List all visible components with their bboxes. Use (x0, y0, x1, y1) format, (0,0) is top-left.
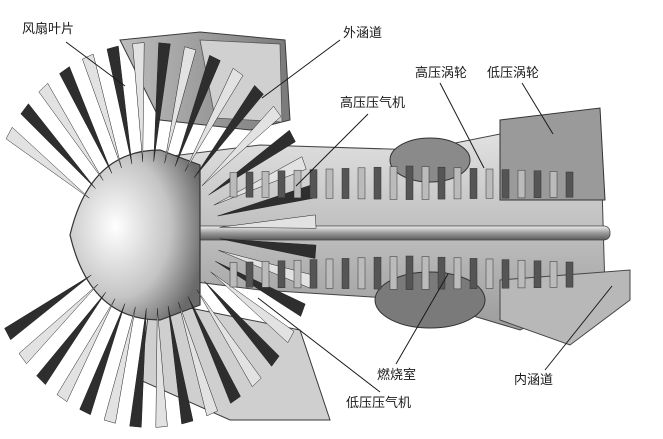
blade-stage (341, 258, 350, 289)
leader-lp-turbine (521, 82, 554, 135)
fan-blade (204, 281, 280, 367)
blade-stage (485, 168, 494, 199)
blade-stage (261, 171, 270, 198)
blade-stage (245, 261, 254, 288)
fan-blade (129, 308, 147, 428)
blade-stage (373, 166, 382, 200)
blade-stage (453, 257, 462, 290)
fan-blade (106, 45, 133, 165)
fan-blade (82, 53, 122, 168)
leader-fan-blades (65, 41, 126, 87)
blade-stage (357, 167, 366, 200)
fan-blade (187, 296, 241, 404)
blade-stage (229, 172, 238, 198)
fan-blade (184, 67, 244, 172)
blade-stage (517, 259, 526, 289)
blade-stage (309, 169, 318, 199)
blade-stage (341, 168, 350, 199)
blade-stage (421, 166, 430, 200)
leader-hp-compressor (295, 113, 369, 187)
blade-stage (325, 168, 334, 199)
fan-blade (18, 284, 99, 365)
spinner-nose-cone (69, 149, 201, 321)
blade-stage (389, 166, 398, 200)
lp-turbine-block (499, 107, 606, 201)
blade-stage (373, 256, 382, 290)
blade-stage (405, 165, 414, 200)
blade-stage (229, 262, 238, 288)
blade-stage (549, 171, 558, 198)
fan-blade (59, 66, 113, 174)
blade-stage (437, 256, 446, 290)
label-hp-turbine: 高压涡轮 (415, 66, 468, 81)
blade-stage (277, 260, 286, 288)
label-hp-compressor: 高压压气机 (340, 96, 406, 111)
fan-blade (193, 85, 264, 179)
blade-stage (357, 257, 366, 290)
blade-stage (309, 259, 318, 289)
blade-stage (517, 169, 526, 199)
blade-stage (245, 171, 254, 198)
fan-blade (4, 274, 92, 341)
fan-blade (56, 298, 116, 403)
blade-stage (549, 261, 558, 288)
leader-combustor (395, 273, 449, 365)
fan-blade (132, 42, 145, 162)
fan-blade (178, 302, 218, 417)
blade-stage (469, 258, 478, 289)
blade-stage (277, 170, 286, 198)
leader-inner-bypass (544, 285, 613, 371)
blade-stage (405, 255, 414, 290)
blade-stage (533, 260, 542, 288)
fan-blade (219, 238, 317, 259)
blade-stage (469, 168, 478, 199)
blade-stage (453, 167, 462, 200)
fan-blade (164, 46, 197, 164)
blade-stage (565, 171, 574, 198)
label-inner-bypass: 内涵道 (514, 373, 554, 388)
label-combustor: 燃烧室 (377, 368, 417, 383)
main-shaft (139, 225, 611, 241)
label-lp-turbine: 低压涡轮 (487, 66, 540, 81)
fan-blade (103, 306, 136, 424)
blade-stage (533, 170, 542, 198)
label-outer-bypass: 外涵道 (343, 26, 383, 41)
blade-stage (261, 261, 270, 288)
leader-hp-turbine (439, 82, 485, 169)
fan-blade (36, 291, 107, 385)
fan-blade (219, 214, 317, 229)
fan-blade (5, 126, 90, 199)
leader-lines (65, 39, 613, 393)
label-fan-blades: 风扇叶片 (22, 22, 75, 37)
fan-blade (155, 308, 168, 428)
fan-blade (215, 261, 306, 317)
blade-stage (389, 256, 398, 290)
label-lp-compressor: 低压压气机 (346, 396, 412, 411)
fan-blade (210, 271, 295, 344)
fan-blade (38, 82, 104, 181)
fan-blade-group (4, 42, 317, 428)
blade-stage (437, 166, 446, 200)
blade-stage (325, 258, 334, 289)
fan-blade (201, 105, 282, 186)
compressor-turbine-stages (229, 165, 574, 290)
fan-blade (196, 289, 262, 388)
blade-stage (421, 256, 430, 290)
blade-stage (485, 258, 494, 289)
leader-outer-bypass (261, 39, 341, 99)
fan-blade (174, 54, 221, 167)
fan-blade (20, 103, 96, 189)
blade-stage (293, 259, 302, 289)
inner-bypass-nozzle (499, 269, 631, 346)
fan-blade (167, 305, 194, 425)
blade-stage (565, 261, 574, 288)
fan-blade (153, 42, 171, 162)
blade-stage (501, 169, 510, 199)
blade-stage (501, 259, 510, 289)
fan-blade (79, 303, 126, 416)
leader-lp-compressor (257, 297, 381, 393)
